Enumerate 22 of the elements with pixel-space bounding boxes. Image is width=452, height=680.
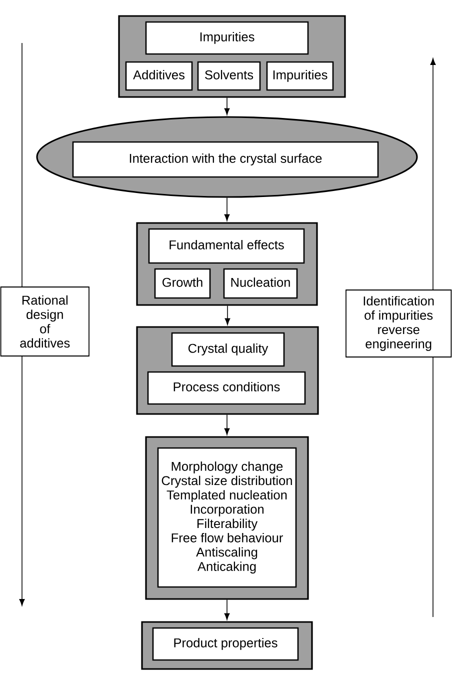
arrow bbox=[224, 599, 230, 620]
text-box: Impurities bbox=[145, 21, 309, 55]
text-box: Growth bbox=[154, 268, 211, 299]
text-box: Fundamental effects bbox=[148, 228, 305, 264]
text-box: Impurities bbox=[266, 61, 334, 91]
text-box: Process conditions bbox=[147, 371, 306, 405]
line bbox=[432, 357, 434, 618]
arrow bbox=[224, 414, 230, 435]
text-box: Product properties bbox=[152, 627, 299, 661]
arrow bbox=[19, 356, 25, 606]
text-box: Interaction with the crystal surface bbox=[72, 141, 379, 178]
arrow bbox=[224, 305, 230, 325]
text-box: Crystal quality bbox=[171, 332, 285, 367]
arrow bbox=[430, 58, 436, 290]
text-box: Solvents bbox=[197, 61, 261, 91]
text-box: Nucleation bbox=[223, 268, 298, 299]
label-box: Rational design of additives bbox=[0, 286, 90, 356]
text-box: Additives bbox=[125, 61, 193, 91]
arrow bbox=[224, 197, 230, 221]
label-box: Identification of impurities reverse engineering bbox=[346, 290, 452, 358]
list-box: Morphology change Crystal size distribution Templated nucleation Incorporation Filterability Free flow behaviour Antiscaling Anticaking bbox=[157, 447, 297, 588]
arrow bbox=[224, 97, 230, 115]
